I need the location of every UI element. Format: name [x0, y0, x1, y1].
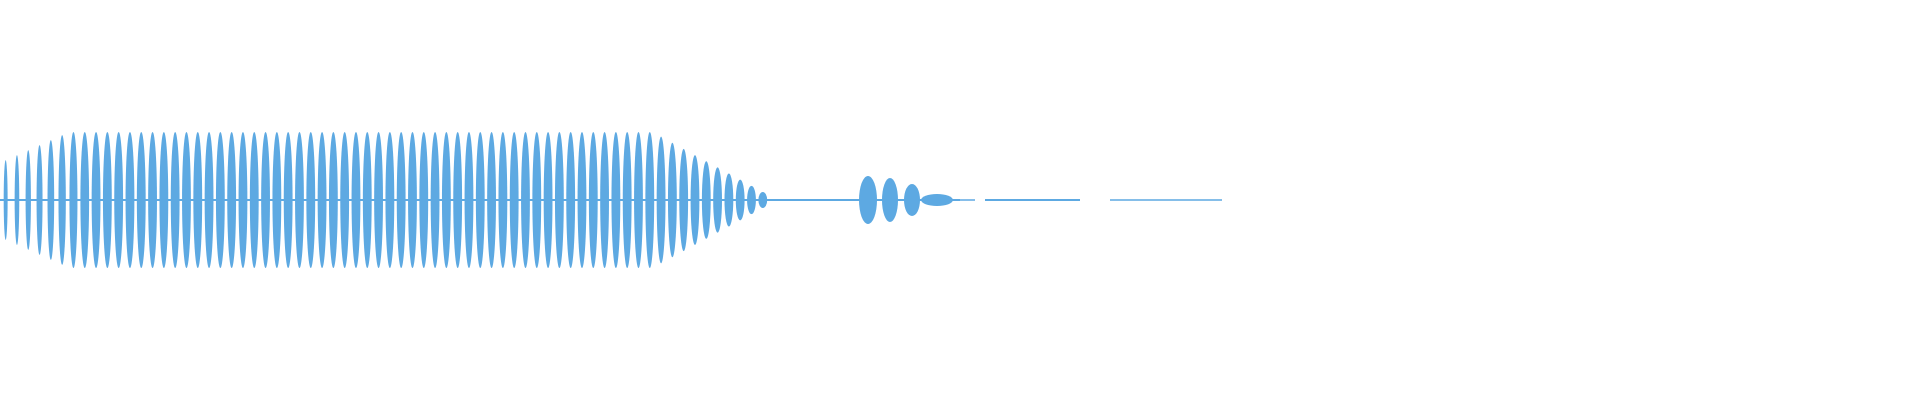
waveform-shape-group	[0, 132, 960, 268]
